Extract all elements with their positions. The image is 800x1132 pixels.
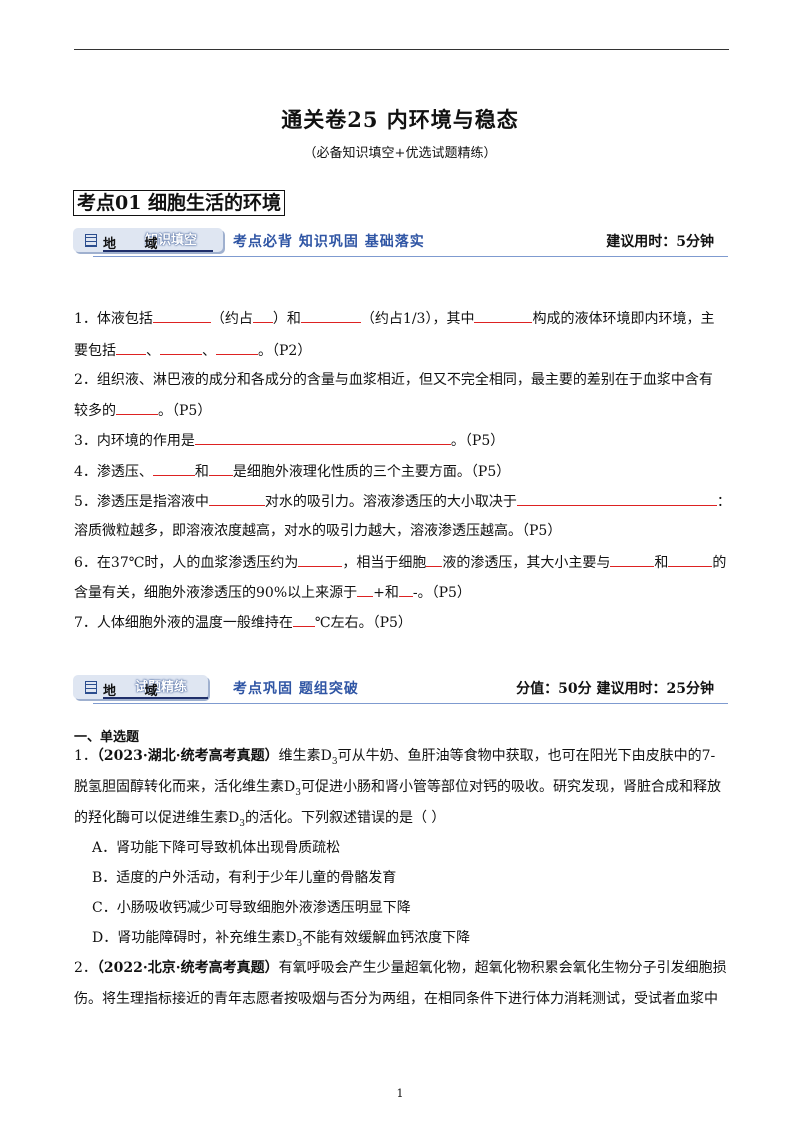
banner-underline [103, 697, 208, 699]
fill-question-4: 4．渗透压、和是细胞外液理化性质的三个主要方面。（P5） [74, 461, 734, 482]
banner-region-label: 地 域 [103, 237, 170, 252]
page-subtitle: （必备知识填空+优选试题精练） [303, 146, 497, 161]
banner-tab-label: 试题精练 [135, 680, 188, 695]
top-rule [74, 49, 729, 50]
page-title: 通关卷25 内环境与稳态 [281, 107, 519, 132]
option-c: C．小肠吸收钙减少可导致细胞外液渗透压明显下降 [92, 900, 411, 916]
fill-question-1: 1．体液包括（约占）和（约占1/3），其中构成的液体环境即内环境，主 [74, 308, 734, 329]
banner-practice: 试题精练 地 域 考点巩固 题组突破 分值：50分 建议用时：25分钟 [73, 675, 728, 705]
section-title: 考点01 细胞生活的环境 [73, 190, 286, 216]
question-1-line-2: 脱氢胆固醇转化而来，活化维生素D3可促进小肠和肾小管等部位对钙的吸收。研究发现，… [74, 779, 721, 798]
fill-question-5-cont: 溶质微粒越多，即溶液浓度越高，对水的吸引力越大，溶液渗透压越高。（P5） [74, 523, 562, 539]
banner-time: 建议用时：5分钟 [606, 234, 714, 250]
banner-tab [73, 228, 223, 252]
option-a: A．肾功能下降可导致机体出现骨质疏松 [92, 840, 341, 856]
fill-question-1-cont: 要包括、、。（P2） [74, 340, 734, 361]
banner-tab-label: 知识填空 [145, 233, 198, 248]
banner-knowledge-fill: 知识填空 地 域 考点必背 知识巩固 基础落实 建议用时：5分钟 [73, 228, 728, 258]
table-icon [85, 234, 97, 247]
fill-question-5: 5．渗透压是指溶液中对水的吸引力。溶液渗透压的大小取决于： [74, 491, 734, 512]
fill-question-2-cont: 较多的。（P5） [74, 400, 734, 421]
fill-question-6-cont: 含量有关，细胞外液渗透压的90%以上来源于+和-。（P5） [74, 582, 734, 603]
question-1-line-1: 1．（2023·湖北·统考高考真题）维生素D3可从牛奶、鱼肝油等食物中获取，也可… [74, 748, 716, 767]
fill-question-6: 6．在37℃时，人的血浆渗透压约为，相当于细胞液的渗透压，其大小主要与和的 [74, 552, 734, 573]
banner-motto: 考点巩固 题组突破 [233, 681, 359, 697]
banner-score-time: 分值：50分 建议用时：25分钟 [516, 681, 714, 697]
question-2-line-2: 伤。将生理指标接近的青年志愿者按吸烟与否分为两组，在相同条件下进行体力消耗测试，… [74, 991, 718, 1007]
table-icon [85, 681, 97, 694]
page-number: 1 [396, 1087, 404, 1100]
option-b: B．适度的户外活动，有利于少年儿童的骨骼发育 [92, 870, 397, 886]
section-heading: 一、单选题 [74, 730, 140, 745]
banner-motto: 考点必背 知识巩固 基础落实 [233, 234, 425, 250]
question-2-line-1: 2．（2022·北京·统考高考真题）有氧呼吸会产生少量超氧化物，超氧化物积累会氧… [74, 960, 727, 976]
fill-question-2: 2．组织液、淋巴液的成分和各成分的含量与血浆相近，但又不完全相同，最主要的差别在… [74, 372, 713, 388]
banner-divider [93, 256, 728, 257]
banner-region-label: 地 域 [103, 684, 170, 699]
fill-question-7: 7．人体细胞外液的温度一般维持在℃左右。（P5） [74, 612, 734, 633]
banner-divider [93, 703, 728, 704]
fill-question-3: 3．内环境的作用是。（P5） [74, 430, 734, 451]
question-1-line-3: 的羟化酶可以促进维生素D3的活化。下列叙述错误的是（ ） [74, 810, 446, 829]
option-d: D．肾功能障碍时，补充维生素D3不能有效缓解血钙浓度下降 [92, 930, 471, 949]
banner-underline [103, 250, 213, 252]
